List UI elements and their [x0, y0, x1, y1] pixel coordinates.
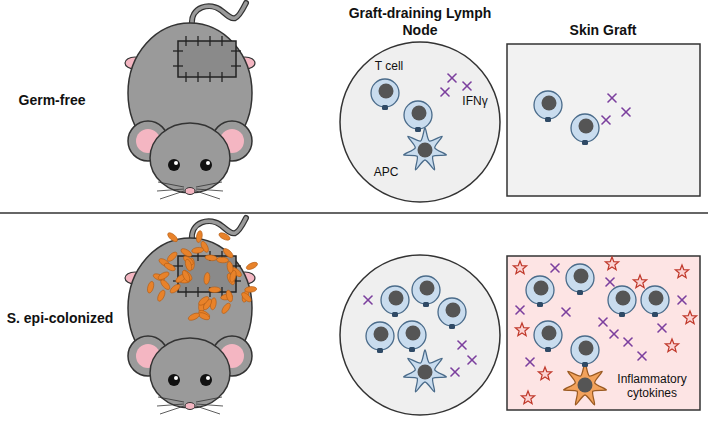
bacterium	[197, 311, 210, 321]
bacterium	[196, 230, 204, 243]
ifng	[468, 356, 476, 364]
cell-label: APC	[374, 165, 399, 179]
bacterium	[191, 247, 204, 254]
skin-graft-patch	[173, 36, 241, 82]
cytokine-label: Inflammatory cytokines	[610, 372, 694, 401]
mouse	[125, 218, 255, 414]
bacterium	[184, 259, 193, 272]
bacterium	[220, 302, 232, 315]
bacterium	[218, 231, 231, 241]
tcell	[438, 298, 466, 329]
bacterium	[156, 289, 166, 302]
tcell	[398, 321, 426, 352]
skin-graft-patch	[173, 251, 241, 297]
cytokine-label: IFNγ	[462, 94, 487, 108]
bacterium	[209, 287, 221, 293]
ifng	[364, 296, 372, 304]
bacterium	[244, 286, 256, 293]
condition-label: S. epi-colonized	[7, 310, 114, 326]
condition-label: Germ-free	[19, 92, 86, 108]
bacterium	[245, 261, 258, 271]
bacterium	[163, 262, 176, 273]
bacterium	[216, 257, 228, 263]
skin-graft-panel: Skin Graft	[507, 44, 700, 196]
apc-blue	[404, 350, 447, 392]
ifng	[458, 341, 466, 349]
skin-graft-panel: Inflammatory cytokines	[507, 256, 700, 410]
bacterium	[166, 251, 179, 263]
bacterium	[169, 283, 182, 295]
bacterium	[166, 231, 179, 243]
ifng	[451, 368, 459, 376]
node-outline	[507, 44, 700, 196]
lymph-node	[340, 255, 500, 415]
column-heading: Skin Graft	[570, 22, 637, 39]
tcell	[412, 276, 440, 307]
column-heading: Graft-draining Lymph Node	[345, 5, 495, 39]
bacterium	[229, 270, 238, 283]
bacterium	[159, 278, 171, 291]
bacterium	[181, 269, 193, 282]
divider	[0, 212, 708, 214]
tcell	[381, 286, 409, 317]
bacteria	[146, 230, 258, 322]
bacterium	[203, 272, 210, 285]
bacterium	[181, 269, 191, 282]
bacterium	[197, 295, 210, 307]
bacterium	[146, 281, 155, 294]
bacterium	[205, 254, 218, 261]
node-outline	[340, 42, 500, 202]
tcell	[366, 322, 394, 353]
bacterium	[157, 270, 170, 281]
bacterium	[240, 291, 253, 303]
bacterium	[225, 289, 234, 302]
cell-label: T cell	[375, 59, 403, 73]
mouse	[125, 3, 255, 199]
bacterium	[187, 312, 200, 322]
lymph-node: Graft-draining Lymph NodeT cellIFNγAPC	[340, 42, 500, 202]
